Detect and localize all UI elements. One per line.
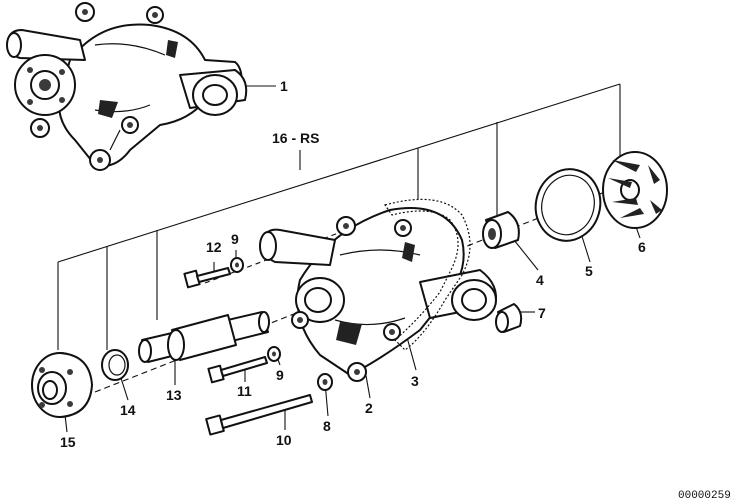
callout-12: 12 [206,239,222,255]
callout-5: 5 [585,263,593,279]
callout-7: 7 [538,305,546,321]
part-bolt-medium [207,356,268,384]
callout-9-upper: 9 [231,231,239,247]
callout-8: 8 [323,418,331,434]
part-washer-8 [317,373,333,391]
callout-13: 13 [166,387,182,403]
part-seal [482,211,520,249]
assembled-water-pump [6,2,248,171]
callout-9-lower: 9 [276,367,284,383]
part-o-ring [534,168,602,242]
part-washer-lower [267,346,281,362]
callout-labels: 1 16 - RS 12 9 4 5 6 7 3 2 8 10 11 9 13 … [60,78,731,502]
callout-6: 6 [638,239,646,255]
part-impeller [602,151,668,229]
callout-2: 2 [365,400,373,416]
part-bolt-long [205,394,313,436]
part-gasket [384,198,471,351]
callout-15: 15 [60,434,76,450]
part-washer-top [230,257,244,273]
callout-11: 11 [237,383,252,399]
callout-14: 14 [120,402,136,418]
callout-10: 10 [276,432,292,448]
callout-3: 3 [411,373,419,389]
image-code: 00000259 [678,490,731,502]
callout-16-rs: 16 - RS [272,130,319,146]
callout-1: 1 [280,78,288,94]
part-bolt-short [183,267,231,289]
part-shaft-bearing [138,311,270,363]
part-plug [495,303,523,333]
callout-4: 4 [536,272,544,288]
part-pump-housing [259,207,497,382]
part-hub-flange [31,352,93,418]
part-snap-ring [101,349,129,381]
